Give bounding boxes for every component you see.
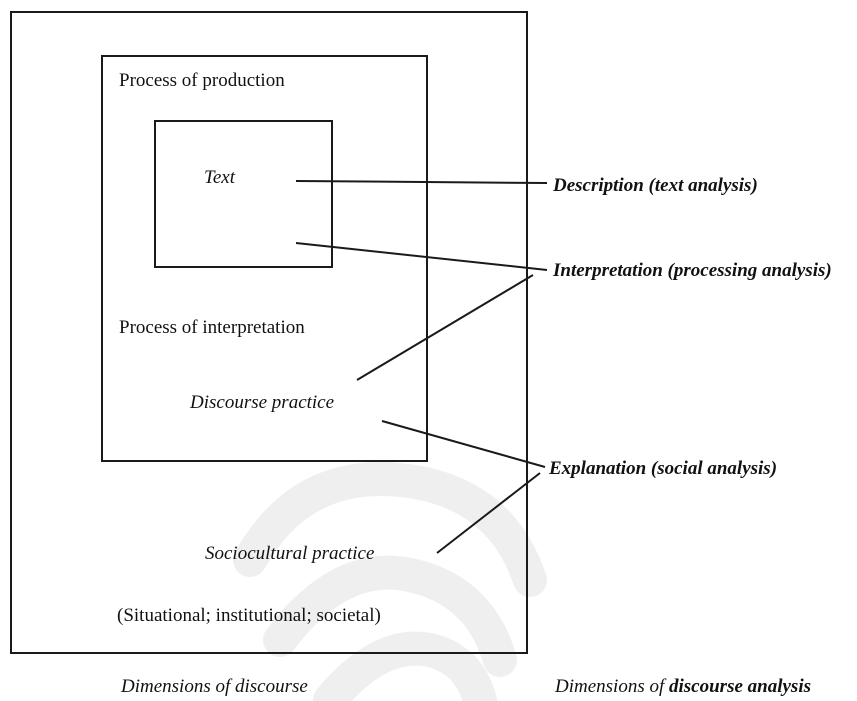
caption-bold: discourse analysis — [669, 676, 811, 697]
process-of-interpretation-label: Process of interpretation — [119, 317, 305, 338]
dimensions-of-discourse-analysis-caption: Dimensions of discourse analysis — [555, 677, 811, 696]
connector-discourse-interpretation — [356, 274, 534, 381]
connector-text-description — [295, 180, 548, 184]
caption-prefix: Dimensions of — [555, 676, 669, 697]
description-label: Description (text analysis) — [553, 175, 758, 196]
explanation-label: Explanation (social analysis) — [549, 458, 778, 479]
text-box — [154, 120, 333, 268]
interpretation-label: Interpretation (processing analysis) — [553, 260, 832, 281]
connector-discourse-explanation — [381, 420, 546, 468]
connector-text-interpretation — [295, 242, 548, 271]
dimensions-of-discourse-caption: Dimensions of discourse — [121, 676, 308, 697]
connector-socio-explanation — [436, 472, 541, 554]
situational-institutional-societal-label: (Situational; institutional; societal) — [117, 605, 381, 626]
sociocultural-practice-box — [10, 11, 528, 654]
process-of-production-label: Process of production — [119, 70, 285, 91]
discourse-practice-box — [101, 55, 428, 462]
discourse-practice-label: Discourse practice — [190, 392, 335, 413]
sociocultural-practice-label: Sociocultural practice — [205, 543, 375, 564]
text-label: Text — [204, 167, 235, 188]
